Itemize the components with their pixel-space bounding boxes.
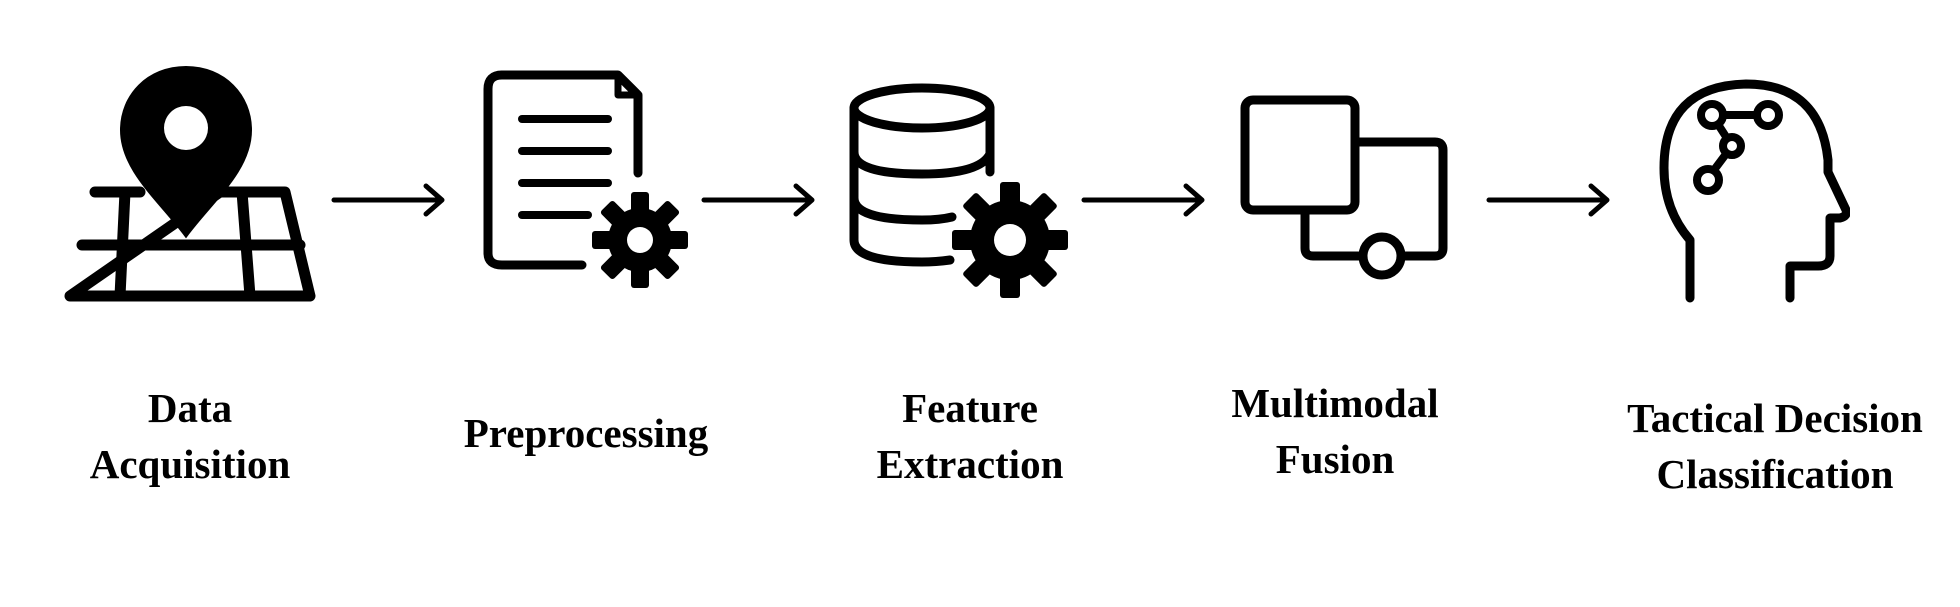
map-pin-icon [64, 65, 316, 302]
stage-label-line: Fusion [1275, 436, 1395, 482]
stage-label-line: Classification [1656, 451, 1894, 497]
stage-label-data-acquisition: Data Acquisition [20, 380, 360, 492]
document-gear-icon [483, 70, 688, 288]
stage-label-preprocessing: Preprocessing [416, 405, 756, 461]
overlapping-squares-icon [1240, 95, 1448, 280]
stage-label-line: Preprocessing [463, 410, 709, 456]
stage-label-tactical-decision-classification: Tactical Decision Classification [1605, 390, 1945, 502]
arrow-right-icon [331, 183, 445, 217]
stage-label-line: Multimodal [1231, 380, 1439, 426]
arrow-right-icon [701, 183, 815, 217]
stage-label-line: Feature [902, 385, 1038, 431]
stage-label-line: Tactical Decision [1627, 395, 1923, 441]
arrow-right-icon [1081, 183, 1205, 217]
stage-label-line: Extraction [876, 441, 1064, 487]
stage-label-multimodal-fusion: Multimodal Fusion [1165, 375, 1505, 487]
stage-label-feature-extraction: Feature Extraction [800, 380, 1140, 492]
head-network-icon [1659, 79, 1850, 303]
stage-label-line: Acquisition [89, 441, 291, 487]
stage-label-line: Data [147, 385, 233, 431]
database-gear-icon [849, 83, 1068, 298]
arrow-right-icon [1486, 183, 1610, 217]
